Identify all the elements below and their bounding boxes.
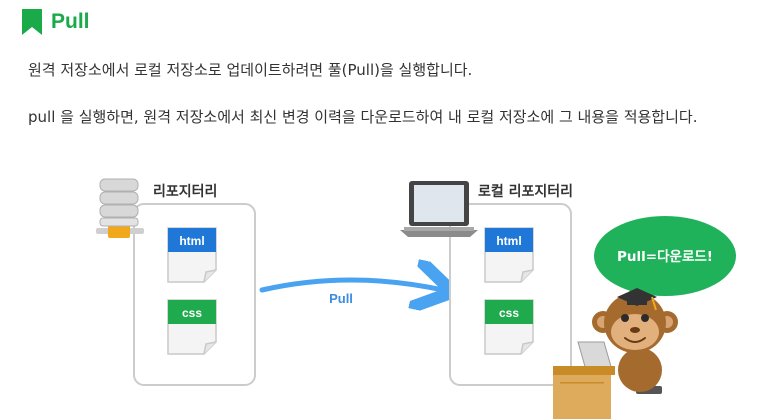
remote-css-file: css <box>167 299 217 355</box>
pull-diagram: 리포지터리 html css Pull 로컬 리포지터리 html css <box>96 178 736 419</box>
local-repository-label: 로컬 리포지터리 <box>478 184 573 200</box>
remote-css-label: css <box>182 306 202 320</box>
section-title: Pull <box>51 10 90 33</box>
local-css-file: css <box>484 299 534 355</box>
paragraph-intro: 원격 저장소에서 로컬 저장소로 업데이트하려면 풀(Pull)을 실행합니다. <box>28 61 473 79</box>
local-repository-box <box>449 203 572 386</box>
section-header: Pull <box>22 8 90 36</box>
remote-repository-box <box>133 203 256 386</box>
local-css-label: css <box>499 306 519 320</box>
pull-arrow-label: Pull <box>329 291 353 306</box>
local-html-file: html <box>484 227 534 283</box>
local-html-label: html <box>496 234 521 248</box>
laptop-icon <box>400 181 478 237</box>
remote-html-label: html <box>179 234 204 248</box>
paragraph-detail: pull 을 실행하면, 원격 저장소에서 최신 변경 이력을 다운로드하여 내… <box>28 108 698 126</box>
monkey-mascot <box>553 288 678 419</box>
speech-bubble: Pull=다운로드! <box>594 216 736 304</box>
remote-html-file: html <box>167 227 217 283</box>
speech-bubble-text: Pull=다운로드! <box>617 249 713 265</box>
pull-arrow <box>259 280 443 290</box>
server-icon <box>96 178 144 238</box>
remote-repository-label: 리포지터리 <box>153 184 217 200</box>
bookmark-icon <box>22 9 42 35</box>
